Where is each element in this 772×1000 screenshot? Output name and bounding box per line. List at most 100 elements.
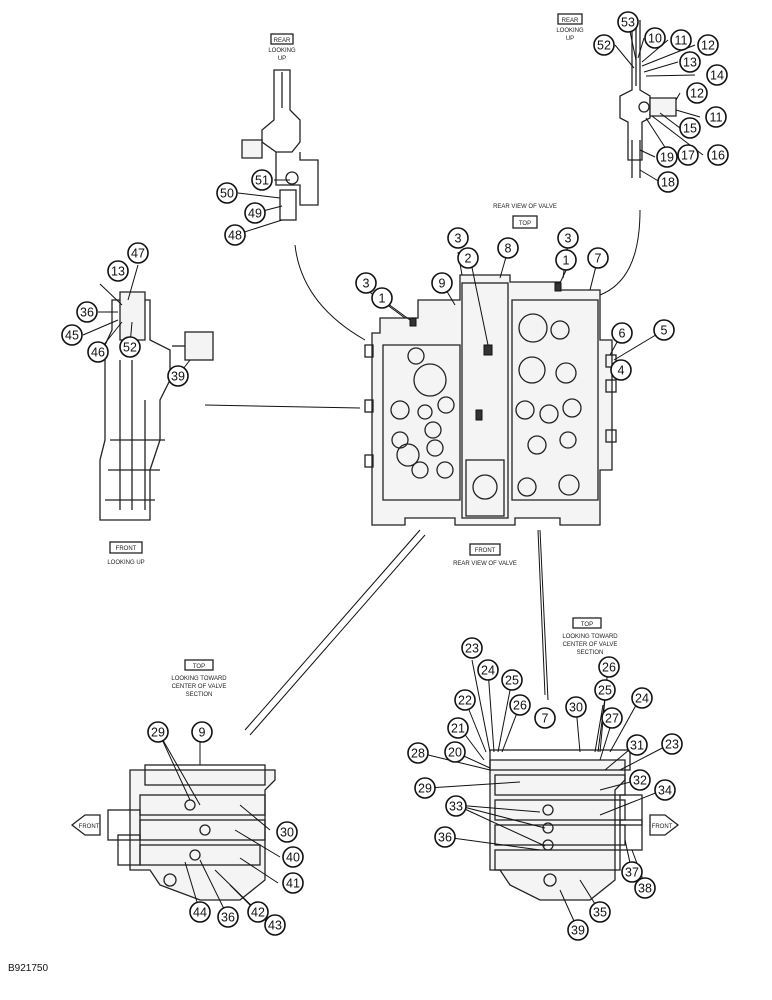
callout-8: 8	[497, 237, 519, 259]
top-right-relief-valve-detail: REAR LOOKING UP	[556, 13, 677, 178]
callout-circle	[661, 733, 683, 755]
callout-44: 44	[189, 901, 211, 923]
callout-circle	[598, 656, 620, 678]
svg-text:CENTER OF VALVE: CENTER OF VALVE	[563, 642, 618, 648]
callout-number: 8	[505, 242, 512, 256]
callout-5: 5	[653, 319, 675, 341]
callout-number: 9	[199, 726, 206, 740]
callout-circle	[447, 227, 469, 249]
callout-number: 35	[593, 906, 607, 920]
svg-text:SECTION: SECTION	[577, 650, 604, 656]
callout-number: 34	[658, 784, 672, 798]
callout-number: 25	[505, 674, 519, 688]
callout-2: 2	[457, 247, 479, 269]
callout-circle	[594, 679, 616, 701]
callout-circle	[509, 694, 531, 716]
callout-circle	[706, 64, 728, 86]
callout-circle	[127, 242, 149, 264]
callout-number: 1	[379, 292, 386, 306]
callout-number: 25	[598, 684, 612, 698]
callout-circle	[264, 914, 286, 936]
callout-circle	[244, 202, 266, 224]
callout-13: 13	[679, 51, 701, 73]
svg-text:FRONT: FRONT	[116, 546, 137, 552]
callout-number: 5	[661, 324, 668, 338]
callout-circle	[167, 365, 189, 387]
callout-circle	[631, 687, 653, 709]
callout-number: 11	[710, 111, 723, 125]
top-left-check-valve-detail: REAR LOOKING UP	[241, 33, 319, 221]
callout-circle	[629, 769, 651, 791]
callout-22: 22	[454, 689, 476, 711]
callout-circle	[251, 169, 273, 191]
bottom-left-valve-section: TOP LOOKING TOWARD CENTER OF VALVE SECTI…	[70, 659, 276, 901]
svg-text:FRONT: FRONT	[475, 548, 496, 554]
callout-number: 49	[248, 207, 262, 221]
callout-number: 3	[363, 277, 370, 291]
callout-circle	[679, 117, 701, 139]
callout-7: 7	[534, 707, 556, 729]
callout-circle	[626, 734, 648, 756]
callout-number: 45	[65, 329, 79, 343]
callout-number: 33	[449, 800, 463, 814]
callout-40: 40	[282, 846, 304, 868]
svg-text:TOP: TOP	[519, 221, 531, 227]
callout-52: 52	[119, 336, 141, 358]
callout-19: 19	[656, 146, 678, 168]
svg-text:REAR VIEW OF VALVE: REAR VIEW OF VALVE	[453, 561, 517, 567]
bottom-right-valve-section: TOP LOOKING TOWARD CENTER OF VALVE SECTI…	[489, 617, 680, 901]
callout-number: 24	[635, 692, 649, 706]
callout-20: 20	[444, 741, 466, 763]
callout-circle	[565, 696, 587, 718]
callout-32: 32	[629, 769, 651, 791]
callout-50: 50	[216, 182, 238, 204]
callout-43: 43	[264, 914, 286, 936]
callout-38: 38	[634, 877, 656, 899]
callout-number: 14	[710, 69, 724, 83]
callout-15: 15	[679, 117, 701, 139]
callout-number: 3	[565, 232, 572, 246]
callout-circle	[454, 689, 476, 711]
callout-12: 12	[686, 82, 708, 104]
callout-circle	[407, 742, 429, 764]
callout-circle	[621, 861, 643, 883]
callout-circle	[247, 901, 269, 923]
callout-36: 36	[76, 301, 98, 323]
callout-16: 16	[707, 144, 729, 166]
callout-46: 46	[87, 341, 109, 363]
svg-text:TOP: TOP	[581, 622, 593, 628]
callout-circle	[707, 144, 729, 166]
left-side-valve-section: FRONT LOOKING UP	[99, 291, 214, 566]
callout-28: 28	[407, 742, 429, 764]
callout-1: 1	[555, 249, 577, 271]
callout-circle	[497, 237, 519, 259]
callout-number: 20	[448, 746, 462, 760]
callout-number: 2	[465, 252, 472, 266]
callout-number: 40	[286, 851, 300, 865]
callout-circle	[705, 106, 727, 128]
callout-number: 30	[569, 701, 583, 715]
callout-number: 43	[268, 919, 282, 933]
callout-circle	[686, 82, 708, 104]
callout-24: 24	[631, 687, 653, 709]
callout-number: 3	[455, 232, 462, 246]
callout-3: 3	[557, 227, 579, 249]
svg-text:REAR: REAR	[274, 38, 291, 44]
callout-circle	[282, 872, 304, 894]
callout-number: 27	[605, 712, 619, 726]
callout-circle	[444, 741, 466, 763]
callout-circle	[216, 182, 238, 204]
callout-circle	[656, 146, 678, 168]
callout-number: 13	[683, 56, 697, 70]
callout-number: 36	[80, 306, 94, 320]
callout-circle	[457, 247, 479, 269]
callout-circle	[601, 707, 623, 729]
callout-30: 30	[565, 696, 587, 718]
callout-number: 47	[131, 247, 145, 261]
callout-number: 6	[619, 327, 626, 341]
callout-number: 26	[513, 699, 527, 713]
callout-circle	[87, 341, 109, 363]
callout-number: 37	[625, 866, 639, 880]
callout-17: 17	[677, 144, 699, 166]
callout-circle	[434, 826, 456, 848]
